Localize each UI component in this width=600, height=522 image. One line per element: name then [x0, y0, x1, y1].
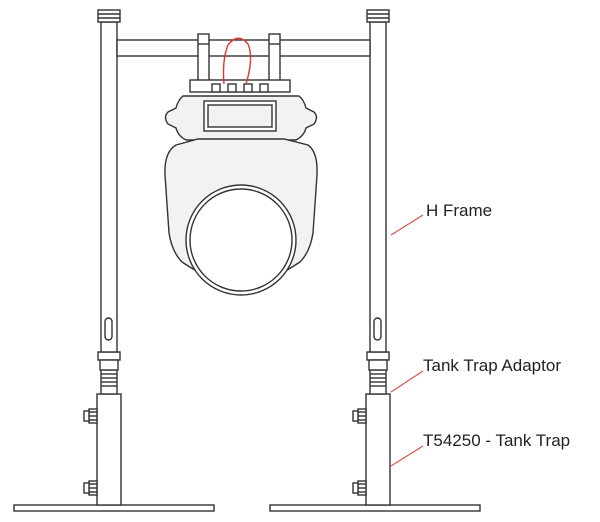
right-tank-trap-knob-lower: [352, 480, 367, 496]
tank-trap-adaptor-leader-line: [390, 370, 424, 393]
right-tank-trap-knob-upper: [352, 408, 367, 424]
left-tank-trap-knob-upper: [83, 408, 98, 424]
h-frame-label: H Frame: [426, 201, 493, 220]
left-tank-trap-knob-lower: [83, 480, 98, 496]
fixture-yoke: [189, 79, 291, 93]
left-tank-trap-adaptor: [97, 351, 121, 395]
tank-trap-adaptor-label: Tank Trap Adaptor: [423, 356, 561, 375]
fixture-base-housing: [164, 95, 318, 141]
left-tank-trap: [83, 393, 122, 506]
h-frame-leader-line: [390, 214, 424, 236]
right-tank-trap-adaptor: [366, 351, 390, 395]
fixture-lens: [185, 184, 297, 296]
right-upright: [366, 9, 390, 353]
tank-trap-label: T54250 - Tank Trap: [423, 431, 571, 450]
tank-trap-leader-line: [390, 445, 424, 467]
right-base-plate: [269, 504, 481, 512]
safety-cable: [222, 37, 252, 85]
h-frame-crossbar: [116, 39, 371, 57]
left-base-plate: [13, 504, 215, 512]
left-upright: [97, 9, 121, 353]
right-tank-trap: [352, 393, 391, 506]
